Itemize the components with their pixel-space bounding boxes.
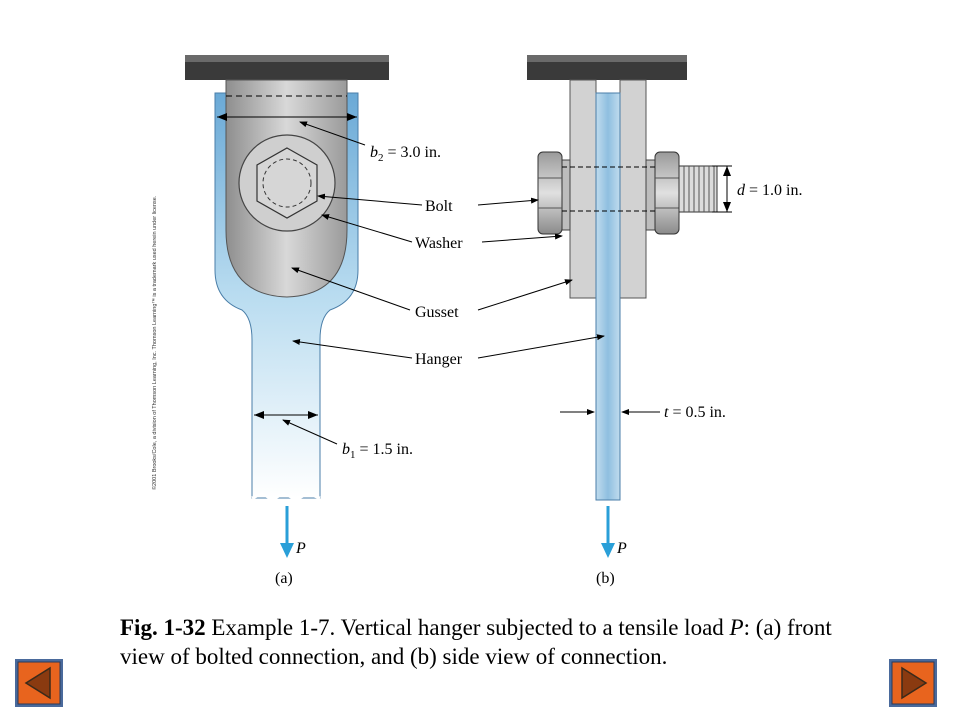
left-triangle-icon: [15, 659, 63, 707]
hanger-side: [595, 92, 621, 501]
label-p-right: P: [616, 540, 627, 557]
label-gusset: Gusset: [415, 304, 459, 321]
caption-p: P: [729, 615, 744, 640]
caption-text-1: Example 1-7. Vertical hanger subjected t…: [205, 615, 730, 640]
label-hanger: Hanger: [415, 351, 463, 368]
nut-side-left: [537, 151, 563, 235]
label-p-left: P: [295, 540, 306, 557]
next-slide-button[interactable]: [888, 658, 938, 708]
label-t: t = 0.5 in.: [664, 404, 726, 421]
front-view: [185, 55, 423, 558]
previous-slide-button[interactable]: [14, 658, 64, 708]
label-washer: Washer: [415, 235, 463, 252]
caption-fig-number: Fig. 1-32: [120, 615, 206, 640]
figure-caption: Fig. 1-32 Example 1-7. Vertical hanger s…: [120, 613, 850, 671]
gusset-side-left: [569, 79, 597, 299]
copyright-notice: ©2001 Brooks/Cole, a division of Thomson…: [151, 195, 158, 490]
side-view: [477, 55, 732, 558]
caption-text-2: : (a) front view of bolted connection, a…: [120, 615, 832, 669]
bolt-head-front: [256, 147, 318, 219]
gusset-side-right: [619, 79, 647, 299]
label-view-b: (b): [596, 570, 615, 587]
label-bolt: Bolt: [425, 198, 453, 215]
right-triangle-icon: [889, 659, 937, 707]
nut-side-right: [654, 151, 680, 235]
label-b1: b1 = 1.5 in.: [342, 441, 413, 461]
label-d: d = 1.0 in.: [737, 182, 802, 199]
label-b2: b2 = 3.0 in.: [370, 144, 441, 164]
label-view-a: (a): [275, 570, 293, 587]
bolt-thread: [678, 165, 718, 213]
